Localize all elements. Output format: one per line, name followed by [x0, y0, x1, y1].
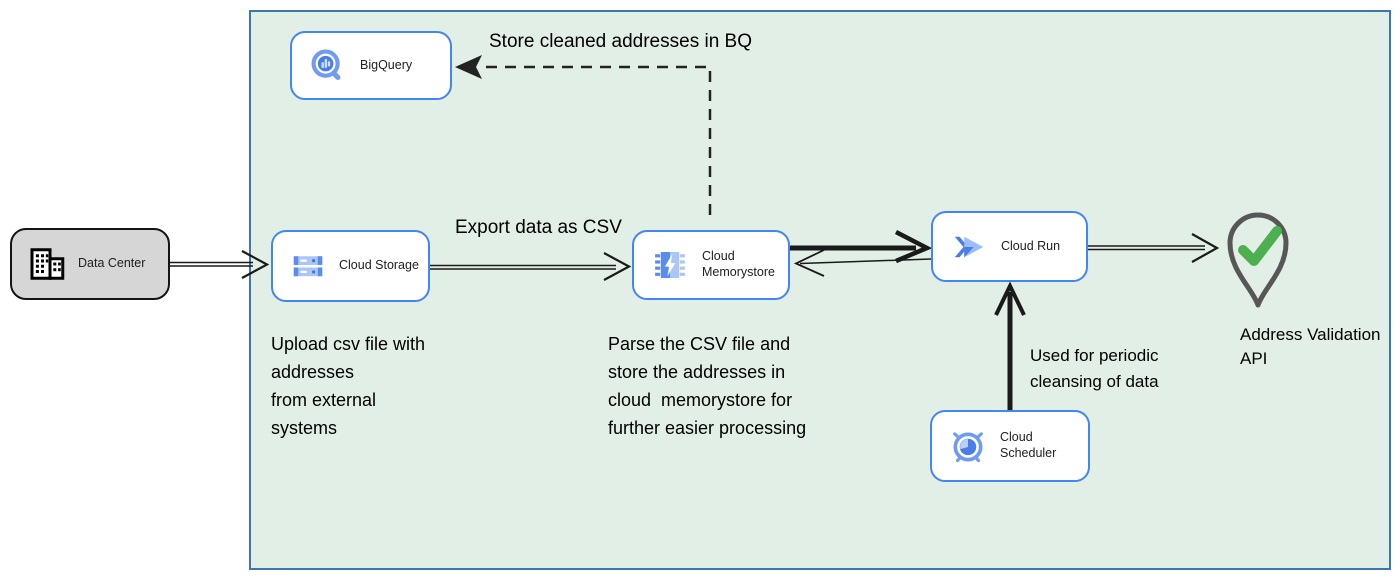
memorystore-chip-icon: [655, 252, 685, 278]
node-label: Cloud Run: [1001, 238, 1061, 253]
node-cloud-storage[interactable]: Cloud Storage: [271, 230, 430, 302]
node-cloud-memorystore[interactable]: Cloud Memorystore: [632, 230, 790, 300]
node-data-center[interactable]: Data Center: [10, 228, 170, 300]
node-bigquery[interactable]: BigQuery: [290, 31, 452, 100]
label-store-cleaned-addresses: Store cleaned addresses in BQ: [489, 31, 752, 52]
node-label: BigQuery: [360, 57, 413, 72]
bigquery-magnifier-icon: [311, 49, 341, 80]
note-upload-csv: Upload csv file with addresses from exte…: [271, 334, 426, 438]
node-label: Cloud Storage: [339, 258, 419, 273]
node-cloud-run[interactable]: Cloud Run: [931, 211, 1088, 282]
system-boundary-container[interactable]: [249, 10, 1391, 570]
building-icon: [30, 248, 65, 280]
node-cloud-scheduler[interactable]: Cloud Scheduler: [930, 410, 1090, 482]
node-label: Cloud Scheduler: [1000, 430, 1057, 460]
note-periodic-cleansing: Used for periodic cleansing of data: [1030, 346, 1159, 391]
scheduler-clock-icon: [953, 432, 983, 463]
storage-buckets-icon: [293, 256, 323, 277]
label-address-validation-api: Address Validation API: [1240, 325, 1381, 368]
cloud-run-chevron-icon: [954, 236, 984, 257]
node-label: Cloud Memorystore: [702, 249, 775, 279]
label-export-data-csv: Export data as CSV: [455, 217, 622, 238]
node-label: Data Center: [78, 256, 146, 271]
note-parse-csv: Parse the CSV file and store the address…: [608, 334, 807, 438]
